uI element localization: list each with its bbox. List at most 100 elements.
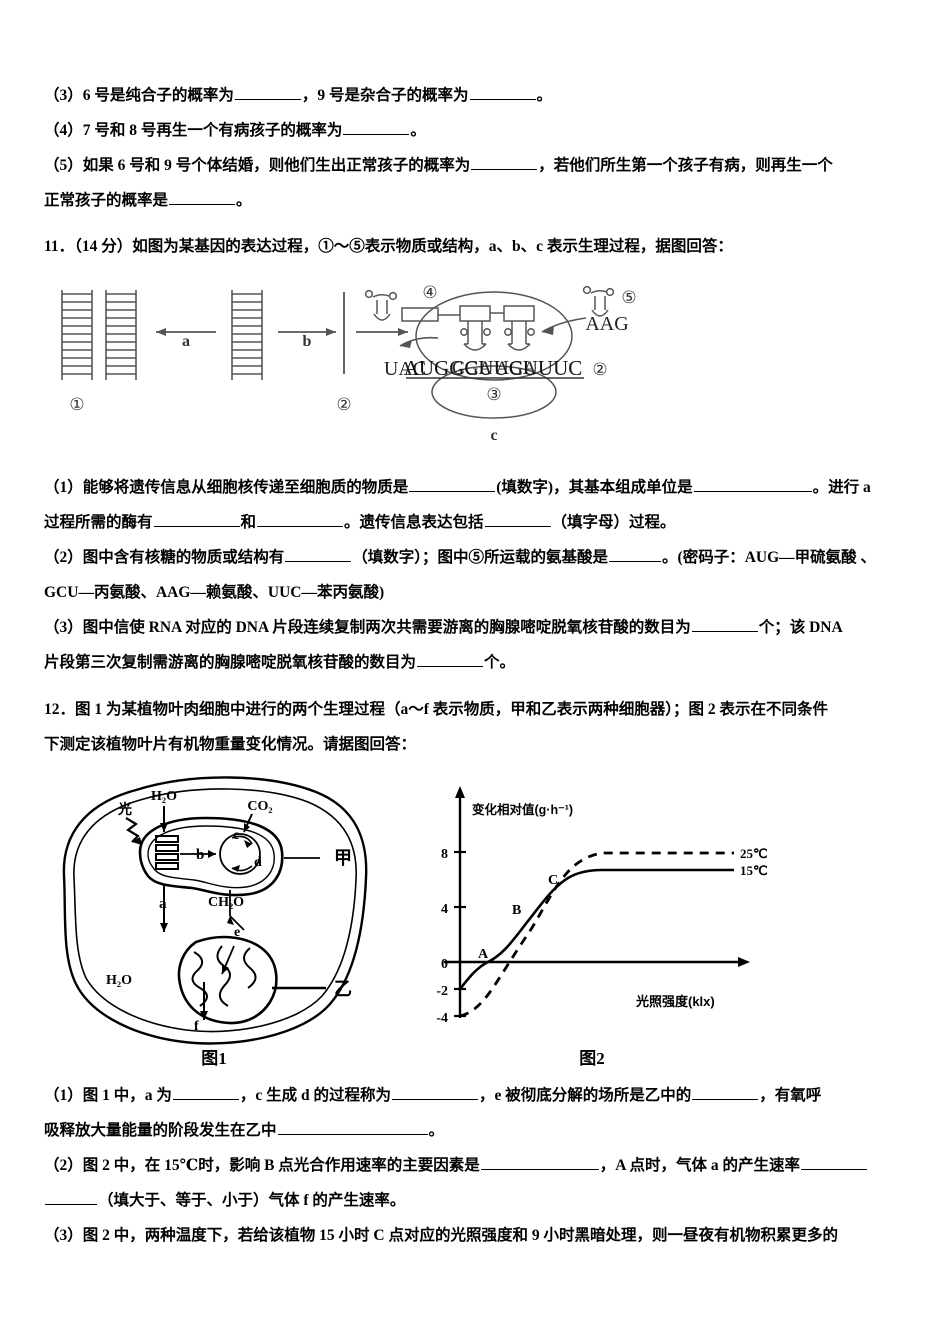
- answer-blank[interactable]: [392, 1084, 479, 1100]
- light-label: 光: [117, 801, 132, 818]
- q11-item2-line2: GCU—丙氨酸、AAG—赖氨酸、UUC—苯丙氨酸): [44, 575, 916, 610]
- trna-incoming-anticodon: AAG: [585, 313, 628, 335]
- x-axis-arrowhead: [738, 957, 750, 967]
- process-b-label: b: [303, 333, 312, 350]
- substance-b-label: b: [196, 847, 204, 863]
- q11-item2-p2: （填数字）；图中⑤所运载的氨基酸是: [352, 549, 609, 566]
- answer-blank[interactable]: [692, 1084, 759, 1100]
- ytick-0: 0: [441, 957, 448, 972]
- mrna-sequence-visible: AUGGCUUCUUUC: [404, 356, 583, 380]
- q12-item1-line2: 吸释放大量能量的阶段发生在乙中。: [44, 1113, 916, 1148]
- mrna-number-label: ②: [592, 360, 607, 379]
- chart-point-b-label: B: [512, 903, 521, 918]
- mitochondrion-label: 乙: [334, 979, 352, 999]
- ribosome-label: ③: [486, 385, 501, 404]
- co2-label: CO₂: [247, 799, 272, 814]
- curve-25c: [459, 851, 734, 1018]
- q11-item1-p7: （填字母）过程。: [551, 514, 676, 531]
- answer-blank[interactable]: [484, 511, 551, 527]
- q12-item2: （2）图 2 中，在 15℃时，影响 B 点光合作用速率的主要因素是，A 点时，…: [44, 1148, 916, 1183]
- polypeptide-label: ④: [422, 283, 437, 302]
- trna-in-site-2: [504, 321, 535, 351]
- trna-incoming-arrow: [541, 317, 587, 335]
- ytick-4: 4: [441, 902, 448, 917]
- process-b-arrow: [278, 328, 336, 336]
- trna-leaving-anticodon: UAC: [384, 358, 426, 380]
- polypeptide-block-3: [503, 305, 535, 322]
- q11-item1-p4: 过程所需的酶有: [44, 514, 153, 531]
- answer-blank[interactable]: [409, 476, 496, 492]
- carbohydrate-arrow: [227, 890, 245, 931]
- answer-blank[interactable]: [169, 189, 236, 205]
- co2-into-chloroplast-arrow: [243, 813, 253, 833]
- answer-blank[interactable]: [45, 1189, 97, 1205]
- q12-item1-p2: ，c 生成 d 的过程称为: [239, 1087, 392, 1104]
- answer-blank[interactable]: [343, 119, 410, 135]
- dna-strand-1: [61, 290, 93, 380]
- answer-blank[interactable]: [801, 1154, 868, 1170]
- process-to-translation-arrow: [356, 328, 408, 336]
- q11-item2-p3: 。(密码子：AUG—甲硫氨酸 、: [662, 549, 877, 566]
- q11-item1-p5: 和: [240, 514, 257, 531]
- q12-item1-p3: ，e 被彻底分解的场所是乙中的: [479, 1087, 692, 1104]
- water-top-label: H₂O: [151, 789, 177, 804]
- q12-stem-line1: 12．图 1 为某植物叶肉细胞中进行的两个生理过程（a～f 表示物质，甲和乙表示…: [44, 692, 916, 727]
- q12-item2-p1: （2）图 2 中，在 15℃时，影响 B 点光合作用速率的主要因素是: [44, 1157, 480, 1174]
- q11-item1-line2: 过程所需的酶有 和 。遗传信息表达包括 （填字母）过程。: [44, 505, 916, 540]
- leaf-cell-figure: [62, 776, 368, 1045]
- answer-blank[interactable]: [277, 1119, 428, 1135]
- mitochondrion: [177, 935, 278, 1025]
- answer-blank[interactable]: [480, 1154, 599, 1170]
- q12-stem-text1: 图 1 为某植物叶肉细胞中进行的两个生理过程（a～f 表示物质，甲和乙表示两种细…: [75, 701, 829, 718]
- q11-item2-p4: GCU—丙氨酸、AAG—赖氨酸、UUC—苯丙氨酸): [44, 584, 385, 601]
- trna-leaving: [364, 289, 398, 321]
- q10-item3: （3）6 号是纯合子的概率为，9 号是杂合子的概率为。: [44, 78, 916, 113]
- carbohydrate-label: CH₂O: [208, 895, 244, 910]
- ytick-neg2: -2: [436, 984, 448, 999]
- process-a-label: a: [182, 333, 190, 350]
- q11-item3-p3: 片段第三次复制需游离的胸腺嘧啶脱氧核苷酸的数目为: [44, 654, 417, 671]
- substance-b-arrow: [180, 850, 216, 858]
- substance-f-arrow: [200, 982, 208, 1020]
- answer-blank[interactable]: [285, 546, 352, 562]
- substance-a-label: a: [159, 896, 167, 912]
- answer-blank[interactable]: [693, 476, 812, 492]
- ribosome-small-subunit: [431, 365, 557, 419]
- answer-blank[interactable]: [234, 84, 301, 100]
- y-axis-arrowhead: [455, 786, 465, 798]
- q10-item4: （4）7 号和 8 号再生一个有病孩子的概率为。: [44, 113, 916, 148]
- chart-point-c-label: C: [548, 873, 558, 888]
- answer-blank[interactable]: [153, 511, 240, 527]
- trna-incoming: [582, 285, 615, 317]
- figure1-caption: 图1: [201, 1049, 227, 1068]
- q11-stem: 11．（14 分）如图为某基因的表达过程，①～⑤表示物质或结构，a、b、c 表示…: [44, 229, 916, 264]
- q11-item3-p2: 个；该 DNA: [758, 619, 843, 636]
- q10-item5-line2: 正常孩子的概率是。: [44, 183, 916, 218]
- q11-item1-p6: 。遗传信息表达包括: [344, 514, 484, 531]
- q10-item3-suffix: 。: [536, 87, 553, 104]
- trna-in-site-1: [460, 321, 491, 351]
- q11-item3: （3）图中信使 RNA 对应的 DNA 片段连续复制两次共需要游离的胸腺嘧啶脱氧…: [44, 610, 916, 645]
- answer-blank[interactable]: [691, 616, 758, 632]
- answer-blank[interactable]: [172, 1084, 239, 1100]
- q11-item3-p1: （3）图中信使 RNA 对应的 DNA 片段连续复制两次共需要游离的胸腺嘧啶脱氧…: [44, 619, 691, 636]
- q10-item4-suffix: 。: [410, 122, 426, 139]
- light-arrow: [125, 817, 142, 845]
- q11-stem-text: 如图为某基因的表达过程，①～⑤表示物质或结构，a、b、c 表示生理过程，据图回答…: [132, 238, 733, 255]
- answer-blank[interactable]: [417, 651, 484, 667]
- q11-number: 11．: [44, 238, 75, 255]
- q12-item3: （3）图 2 中，两种温度下，若给该植物 15 小时 C 点对应的光照强度和 9…: [44, 1218, 916, 1253]
- q11-item1: （1）能够将遗传信息从细胞核传递至细胞质的物质是(填数字)，其基本组成单位是。进…: [44, 470, 916, 505]
- answer-blank[interactable]: [257, 511, 344, 527]
- q11-item1-p2: (填数字)，其基本组成单位是: [496, 479, 693, 496]
- q10-item5: （5）如果 6 号和 9 号个体结婚，则他们生出正常孩子的概率为，若他们所生第一…: [44, 148, 916, 183]
- process-c-label: c: [490, 427, 497, 444]
- answer-blank[interactable]: [471, 154, 538, 170]
- cell-membrane: [73, 788, 357, 1033]
- answer-blank[interactable]: [609, 546, 662, 562]
- dna-label-1: ①: [69, 395, 84, 414]
- q12-stem-line2: 下测定该植物叶片有机物重量变化情况。请据图回答：: [44, 727, 916, 762]
- grana-stack: [155, 835, 179, 870]
- answer-blank[interactable]: [469, 84, 536, 100]
- q12-item1-p1: （1）图 1 中，a 为: [44, 1087, 172, 1104]
